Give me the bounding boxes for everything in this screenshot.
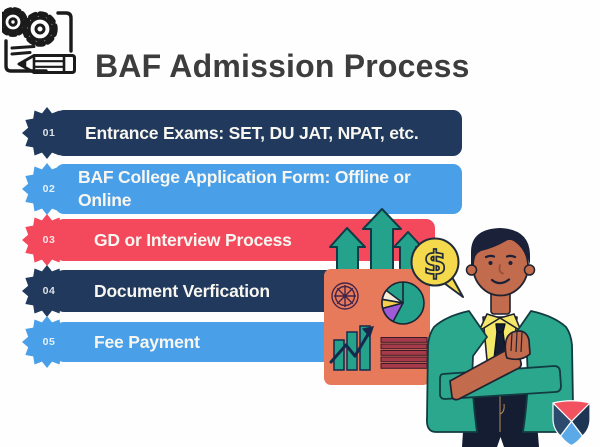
pie-chart-icon [381,281,425,325]
crossed-forearm-and-hand [449,330,531,401]
page-title: BAF Admission Process [95,48,470,84]
eyebrows [484,254,517,259]
step-number: 05 [42,336,56,348]
analytics-board [324,269,430,385]
step-number: 04 [42,285,56,297]
illustration-businessman-analytics: $ [324,208,591,447]
dollar-speech-bubble-icon: $ [410,237,464,298]
mouth [490,278,511,285]
dollar-symbol: $ [424,243,447,282]
hair [471,228,530,266]
gear-icon [2,7,28,37]
step-label: Fee Payment [94,331,200,352]
step-number: 01 [42,127,56,139]
compass-rose-icon [331,282,359,310]
step-label: GD or Interview Process [94,229,292,250]
shield-logo-icon [552,400,591,447]
step-number: 02 [42,183,56,195]
frame-bracket [56,11,73,53]
pencil-icon [17,54,76,74]
gear-icon [22,11,58,47]
document-icon [4,39,48,73]
step-label: Document Verfication [94,280,270,301]
step-label-line1: BAF College Application Form: Offline or [78,167,411,187]
nose [498,264,504,275]
process-step-bar-1: 01 Entrance Exams: SET, DU JAT, NPAT, et… [22,107,462,159]
step-label: BAF College Application Form: Offline or… [55,166,411,212]
bar-chart-trend-icon [329,325,374,371]
step-number: 03 [42,234,56,246]
list-stripes-icon [380,337,428,369]
step-label: Entrance Exams: SET, DU JAT, NPAT, etc. [85,122,419,143]
process-step-bar-2: 02 BAF College Application Form: Offline… [22,163,462,215]
step-label-line2: Online [78,190,132,210]
gears-document-pencil-icon [2,7,76,74]
growth-arrows-icon [329,208,423,274]
